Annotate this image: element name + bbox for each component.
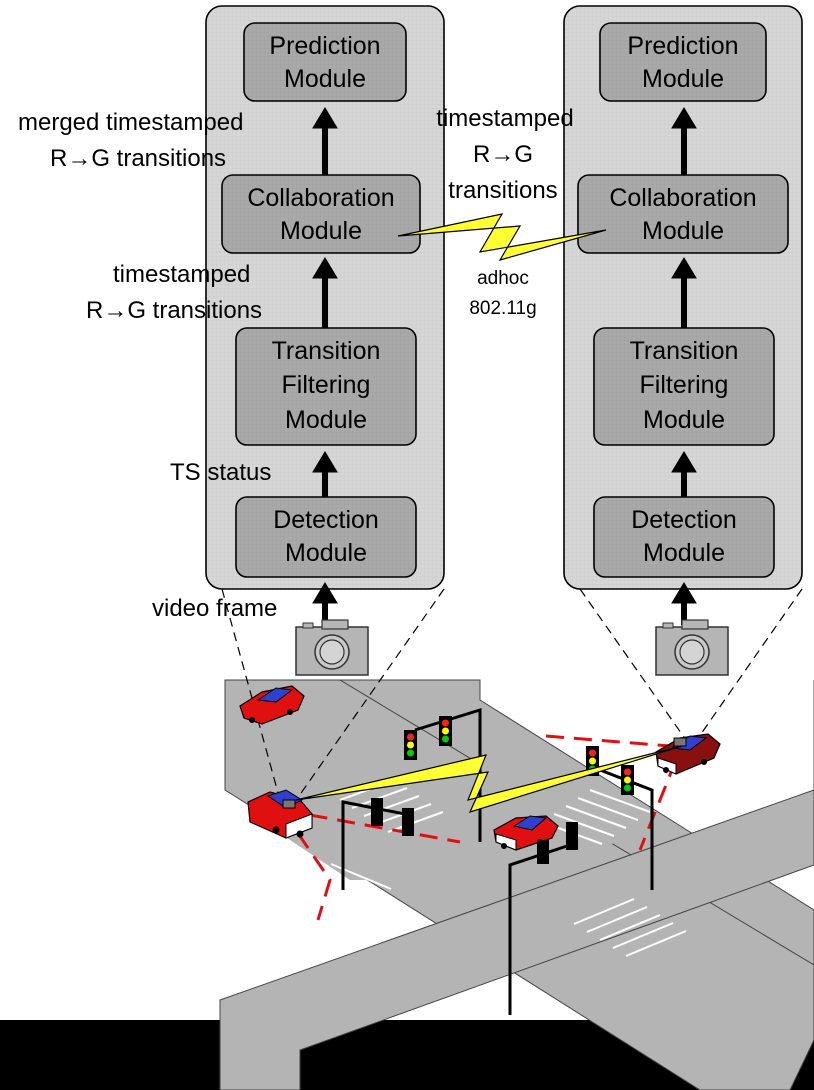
module-label: Filtering (640, 371, 729, 399)
video-frame-label: video frame (152, 595, 277, 622)
label-line: 802.11g (469, 298, 536, 319)
flow-arrows (312, 107, 697, 625)
label-line: R→G transitions (50, 145, 226, 172)
module-label: Collaboration (609, 184, 756, 212)
module-label: Detection (631, 506, 737, 534)
label-line: R→G (473, 141, 533, 168)
right-transition-filtering-module: Transition Filtering Module (593, 327, 775, 446)
module-label: Module (642, 65, 724, 93)
traffic-light-icon (586, 746, 654, 890)
label-line: R→G transitions (86, 297, 262, 324)
module-label: Transition (630, 337, 739, 365)
label-line: timestamped (113, 261, 250, 288)
module-label: Module (642, 217, 724, 245)
module-label: Module (285, 539, 367, 567)
label-line: adhoc (477, 268, 529, 289)
module-label: Module (643, 406, 725, 434)
car-icon (493, 815, 559, 851)
timestamped-left-label: timestamped R→G transitions (86, 261, 262, 324)
traffic-light-icon (341, 798, 414, 890)
module-label: Module (643, 539, 725, 567)
label-line: timestamped (436, 105, 573, 132)
right-collaboration-module: Collaboration Module (577, 174, 789, 254)
camera-icon (295, 619, 369, 676)
projection-lines (221, 588, 803, 807)
timestamped-center-label: timestamped R→G transitions (436, 105, 573, 204)
car-icon (655, 733, 721, 775)
module-label: Prediction (269, 32, 380, 60)
label-line: merged timestamped (18, 109, 243, 136)
module-label: Module (284, 65, 366, 93)
left-transition-filtering-module: Transition Filtering Module (235, 327, 417, 446)
module-label: Prediction (627, 32, 738, 60)
wireless-label: adhoc 802.11g (469, 268, 536, 319)
left-prediction-module: Prediction Module (243, 22, 407, 102)
wireless-link-icon (397, 213, 607, 261)
right-prediction-module: Prediction Module (599, 22, 767, 102)
merged-transitions-label: merged timestamped R→G transitions (18, 109, 243, 172)
module-label: Detection (273, 506, 379, 534)
module-label: Module (280, 217, 362, 245)
traffic-light-icon (508, 822, 578, 1015)
module-label: Transition (272, 337, 381, 365)
car-icon (239, 685, 305, 725)
module-label: Filtering (282, 371, 371, 399)
wireless-link-icon (295, 745, 683, 813)
camera-icon (655, 619, 729, 676)
left-collaboration-module: Collaboration Module (221, 174, 421, 254)
label-line: transitions (448, 177, 557, 204)
right-detection-module: Detection Module (593, 496, 775, 578)
ts-status-label: TS status (170, 459, 271, 486)
module-label: Collaboration (247, 184, 394, 212)
car-icon (247, 789, 313, 839)
module-label: Module (285, 406, 367, 434)
left-detection-module: Detection Module (235, 496, 417, 578)
